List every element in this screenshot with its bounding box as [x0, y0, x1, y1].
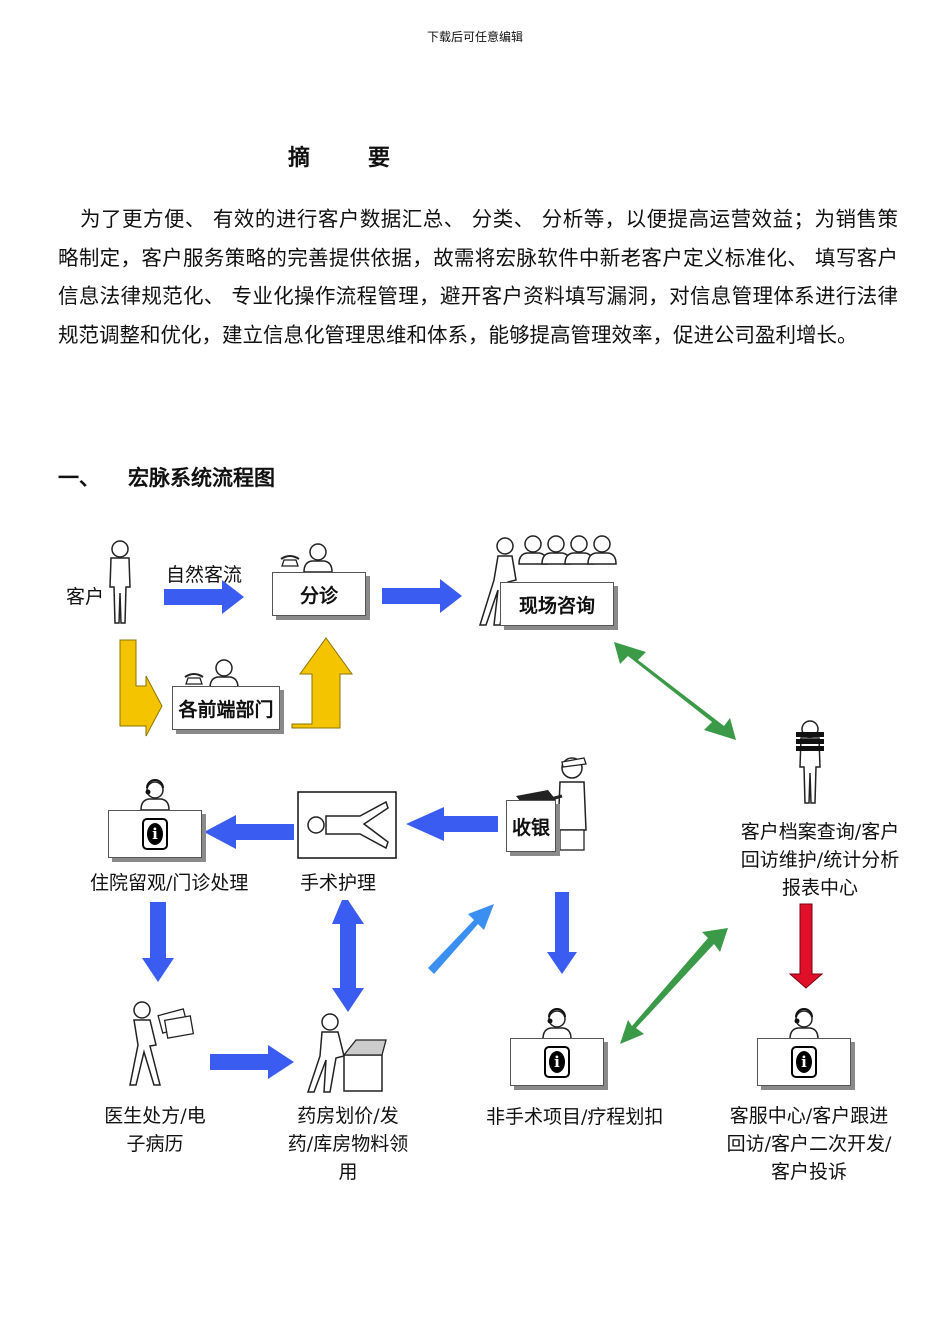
surgery-care-label: 手术护理: [300, 872, 377, 894]
front-dept-box: 各前端部门: [172, 686, 280, 730]
header-note: 下载后可任意编辑: [426, 30, 523, 44]
onsite-consult-box: 现场咨询: [500, 582, 614, 626]
phone-icon: [184, 673, 204, 685]
arrow-archive-to-service: [788, 903, 824, 989]
info-icon: i: [142, 818, 168, 850]
section-heading: 宏脉系统流程图: [128, 466, 275, 490]
service-center-label: 客服中心/客户跟进回访/客户二次开发/客户投诉: [726, 1105, 892, 1183]
arrow-inpatient-to-doctor: [142, 902, 174, 982]
non-surgery-label: 非手术项目/疗程划扣: [486, 1106, 664, 1128]
inpatient-info-box: i: [108, 810, 202, 858]
customer-label: 客户: [66, 586, 105, 608]
triage-box: 分诊: [272, 572, 366, 616]
arrow-triage-to-consult: [382, 579, 462, 613]
pharmacy-label: 药房划价/发药/库房物料领用: [287, 1105, 409, 1183]
yellow-arrows: [119, 637, 353, 737]
arrow-cashier-to-surgery: [406, 807, 498, 841]
onsite-consult-label: 现场咨询: [518, 594, 595, 617]
cashier-box: 收银: [506, 800, 556, 852]
arrow-surgery-to-inpatient: [204, 815, 294, 849]
section-title: 一、 宏脉系统流程图: [58, 462, 275, 492]
abstract-title: 摘要: [288, 140, 390, 172]
archive-staff-icon: [796, 720, 824, 804]
non-surgery-info-box: i: [510, 1038, 604, 1086]
triage-staff-icon: [303, 543, 333, 573]
arrow-consult-archive-bidirectional: [614, 642, 736, 740]
pharmacy-staff-icon: [306, 1013, 387, 1093]
inpatient-label: 住院留观/门诊处理: [90, 872, 249, 894]
inpatient-staff-icon: [140, 779, 170, 811]
green-arrows: [614, 642, 736, 1044]
non-surgery-staff-icon: [542, 1008, 572, 1040]
customer-person-icon: [109, 540, 131, 624]
abstract-title-char-2: 要: [368, 146, 391, 171]
arrow-cashier-to-nonsurgery: [547, 892, 577, 974]
arrow-nonsurgery-archive-bidirectional: [620, 928, 728, 1044]
blue-arrows: [142, 579, 577, 1079]
cashier-staff-icon: [516, 757, 587, 851]
abstract-body: 为了更方便、 有效的进行客户数据汇总、 分类、 分析等，以便提高运营效益；为销售…: [58, 207, 898, 347]
doctor-icon: [129, 1001, 195, 1086]
service-staff-icon: [789, 1008, 819, 1040]
info-icon: i: [544, 1046, 570, 1078]
info-icon: i: [791, 1046, 817, 1078]
arrow-customer-to-front-dept: [119, 639, 163, 737]
arrow-doctor-to-pharmacy: [210, 1045, 294, 1079]
consult-group-icon: [478, 535, 617, 626]
doctor-rx-label: 医生处方/电子病历: [104, 1105, 206, 1155]
front-dept-label: 各前端部门: [178, 698, 274, 721]
cashier-label: 收银: [511, 816, 550, 839]
arrow-front-dept-to-triage: [291, 637, 353, 729]
arrow-customer-to-triage: [164, 580, 244, 614]
phone-icon: [280, 555, 300, 567]
front-dept-staff-icon: [209, 659, 239, 689]
archive-center-label: 客户档案查询/客户回访维护/统计分析报表中心: [740, 821, 900, 899]
flowchart-graphics: [109, 535, 824, 1093]
patient-lying-icon: [297, 791, 397, 859]
arrow-pharmacy-to-cashier: [428, 904, 494, 974]
natural-flow-label: 自然客流: [166, 564, 243, 586]
triage-label: 分诊: [299, 584, 338, 607]
service-info-box: i: [757, 1038, 851, 1086]
abstract-title-char-1: 摘: [288, 146, 311, 171]
section-number: 一、: [58, 466, 100, 490]
arrow-surgery-pharmacy-bidirectional: [332, 900, 364, 1012]
flowchart: 分诊 现场咨询 各前端部门 收银 i i i 客户 自然客流 客户档案查询/客户…: [0, 500, 950, 1220]
